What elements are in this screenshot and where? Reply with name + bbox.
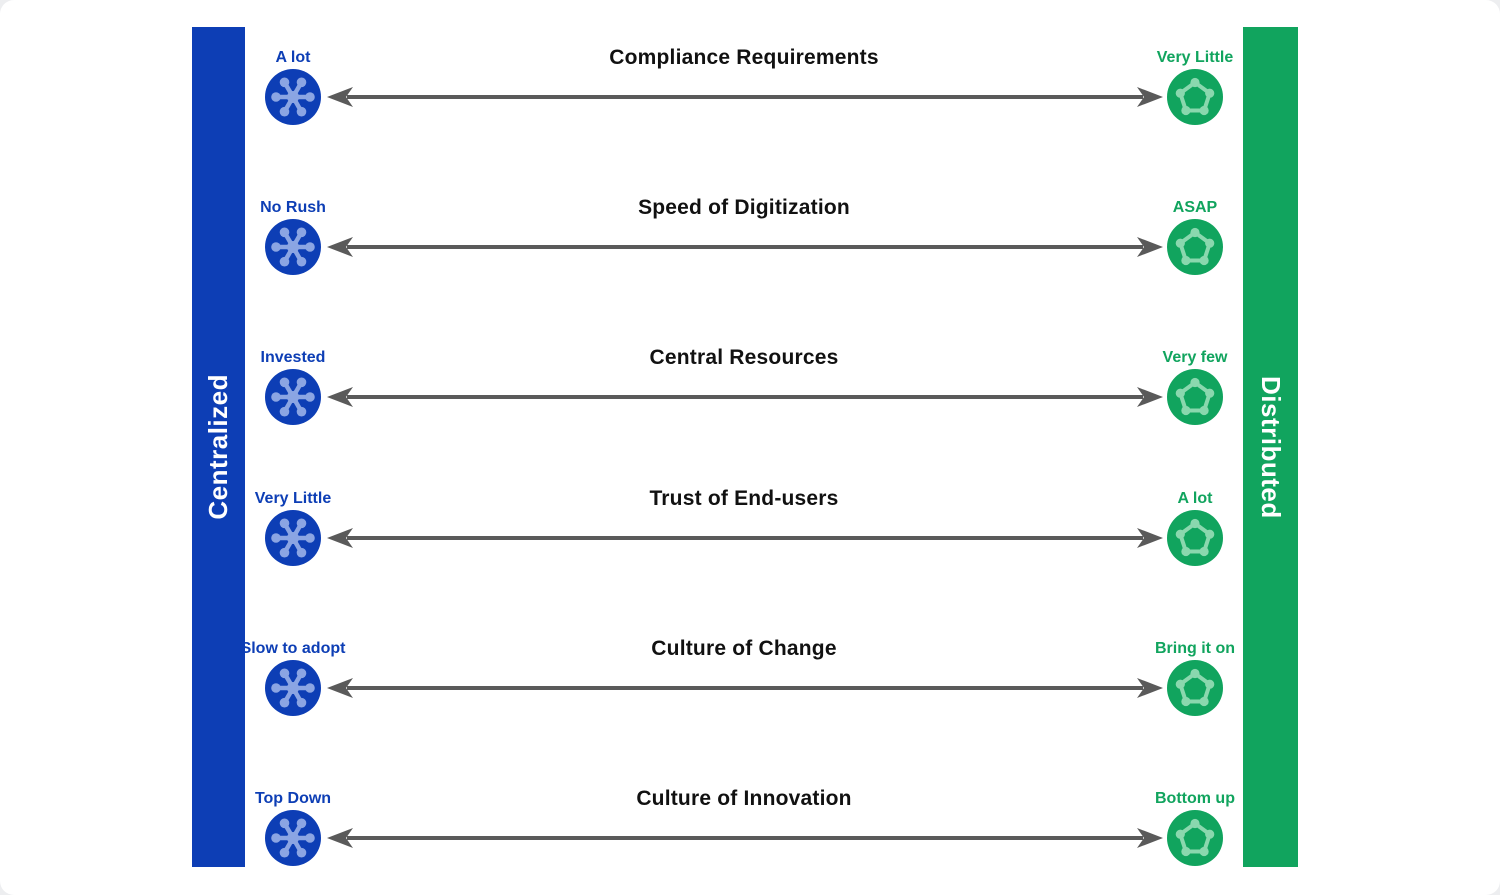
comparison-row: Trust of End-users Very Little A lot — [0, 463, 1500, 613]
row-title: Compliance Requirements — [609, 46, 879, 69]
hub-spoke-network-icon — [265, 510, 321, 566]
centralized-end-label: Top Down — [254, 789, 332, 807]
comparison-row: Compliance Requirements A lot Very Littl… — [0, 22, 1500, 172]
centralized-end-label: Invested — [260, 348, 326, 366]
double-headed-arrow — [327, 387, 1163, 407]
comparison-row: Culture of Change Slow to adopt Bring it… — [0, 613, 1500, 763]
row-title: Central Resources — [649, 346, 839, 369]
centralized-end-label: No Rush — [260, 198, 326, 216]
centralized-end-label: Slow to adopt — [240, 639, 346, 657]
distributed-axis-bar: Distributed — [1243, 27, 1298, 867]
hub-spoke-network-icon — [265, 219, 321, 275]
hub-spoke-network-icon — [265, 660, 321, 716]
distributed-end-label: Bring it on — [1155, 639, 1235, 657]
comparison-row: Central Resources Invested Very few — [0, 322, 1500, 472]
centralized-end-label: Very Little — [254, 489, 332, 507]
row-title: Culture of Change — [651, 637, 837, 660]
double-headed-arrow — [327, 528, 1163, 548]
row-title: Speed of Digitization — [638, 196, 850, 219]
double-headed-arrow — [327, 828, 1163, 848]
row-title: Culture of Innovation — [636, 787, 852, 810]
centralized-axis-bar: Centralized — [192, 27, 245, 867]
distributed-end-label: ASAP — [1172, 198, 1218, 216]
centralized-end-label: A lot — [275, 48, 311, 66]
comparison-row: Speed of Digitization No Rush ASAP — [0, 172, 1500, 322]
distributed-end-label: Bottom up — [1155, 789, 1235, 807]
pentagon-network-icon — [1167, 69, 1223, 125]
distributed-end-label: Very Little — [1156, 48, 1234, 66]
comparison-row: Culture of Innovation Top Down Bottom up — [0, 763, 1500, 895]
hub-spoke-network-icon — [265, 369, 321, 425]
pentagon-network-icon — [1167, 810, 1223, 866]
double-headed-arrow — [327, 237, 1163, 257]
distributed-axis-label: Distributed — [1256, 375, 1286, 519]
hub-spoke-network-icon — [265, 69, 321, 125]
double-headed-arrow — [327, 678, 1163, 698]
pentagon-network-icon — [1167, 660, 1223, 716]
double-headed-arrow — [327, 87, 1163, 107]
distributed-end-label: Very few — [1162, 348, 1228, 366]
pentagon-network-icon — [1167, 510, 1223, 566]
distributed-end-label: A lot — [1177, 489, 1213, 507]
pentagon-network-icon — [1167, 369, 1223, 425]
hub-spoke-network-icon — [265, 810, 321, 866]
row-title: Trust of End-users — [649, 487, 839, 510]
pentagon-network-icon — [1167, 219, 1223, 275]
